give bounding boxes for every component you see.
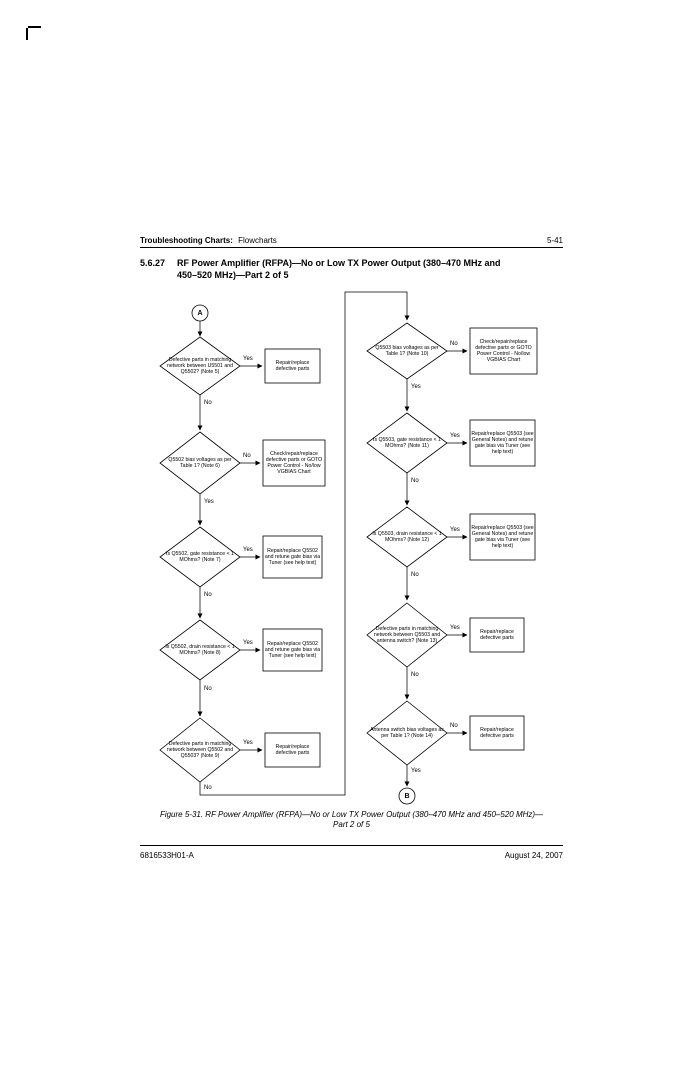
no-label: No [204, 686, 212, 692]
process-text: Repair/replace Q5502 and retune gate bia… [264, 547, 321, 567]
decision-text: Is Q5503, drain resistance < 1 MOhms? (N… [372, 530, 442, 543]
process-text: Repair/replace Q5502 and retune gate bia… [264, 640, 321, 660]
process-text: Repair/replace defective parts [275, 359, 310, 372]
decision-text: Q5502 bias voltages as per Table 1? (Not… [168, 456, 232, 469]
process-text: Repair/replace defective parts [275, 743, 310, 756]
decision-text: Antenna switch bias voltages as per Tabl… [370, 726, 444, 739]
page-number: 5-41 [546, 236, 563, 245]
figure-caption-line1: Figure 5-31. RF Power Amplifier (RFPA)—N… [159, 810, 544, 819]
decision-text: Q5503 bias voltages as per Table 1? (Not… [375, 344, 439, 357]
running-header: Troubleshooting Charts: Flowcharts [140, 236, 277, 245]
process-text: Repair/replace Q5503 (see General Notes)… [471, 430, 534, 456]
yes-label: Yes [450, 625, 460, 631]
process-text: Repair/replace Q5503 (see General Notes)… [471, 524, 534, 550]
no-label: No [204, 592, 212, 598]
connector-b-label: B [404, 792, 410, 800]
process-text: Check/repair/replace defective parts or … [265, 450, 323, 476]
yes-label: Yes [411, 384, 421, 390]
figure-caption-line2: Part 2 of 5 [333, 820, 370, 829]
header-title-bold: Troubleshooting Charts: [140, 236, 233, 245]
process-text: Repair/replace defective parts [480, 628, 514, 641]
section-title-line1: RF Power Amplifier (RFPA)—No or Low TX P… [177, 258, 501, 268]
yes-label: Yes [243, 740, 253, 746]
yes-label: Yes [243, 640, 253, 646]
no-label: No [450, 341, 458, 347]
no-label: No [411, 572, 419, 578]
yes-label: Yes [243, 356, 253, 362]
crop-mark [28, 26, 41, 28]
section-number: 5.6.27 [140, 258, 166, 268]
connector-a-label: A [197, 309, 203, 317]
footer-date: August 24, 2007 [504, 851, 563, 860]
header-title-normal: Flowcharts [238, 236, 277, 245]
crop-mark [26, 28, 28, 40]
yes-label: Yes [243, 547, 253, 553]
no-label: No [204, 400, 212, 406]
footer-rule [140, 845, 563, 846]
no-label: No [450, 723, 458, 729]
process-text: Repair/replace defective parts [480, 726, 514, 739]
decision-text: Defective parts in matching network betw… [166, 356, 234, 376]
process-text: Check/repair/replace defective parts or … [475, 338, 532, 364]
decision-text: Defective parts in matching network betw… [166, 740, 234, 760]
yes-label: Yes [450, 527, 460, 533]
no-label: No [243, 453, 251, 459]
no-label: No [411, 478, 419, 484]
yes-label: Yes [204, 499, 214, 505]
no-label: No [204, 785, 212, 791]
section-title-line2: 450–520 MHz)—Part 2 of 5 [177, 270, 289, 280]
decision-text: Defective parts in matching network betw… [373, 625, 441, 645]
yes-label: Yes [450, 433, 460, 439]
yes-label: Yes [411, 768, 421, 774]
decision-text: Is Q5502, gate resistance < 1 MOhms? (No… [166, 550, 234, 563]
decision-text: Is Q5503, gate resistance < 1 MOhms? (No… [373, 436, 441, 449]
header-rule [140, 247, 563, 248]
decision-text: Is Q5502, drain resistance < 1 MOhms? (N… [165, 643, 235, 656]
footer-doc-number: 6816533H01-A [140, 851, 194, 860]
no-label: No [411, 672, 419, 678]
